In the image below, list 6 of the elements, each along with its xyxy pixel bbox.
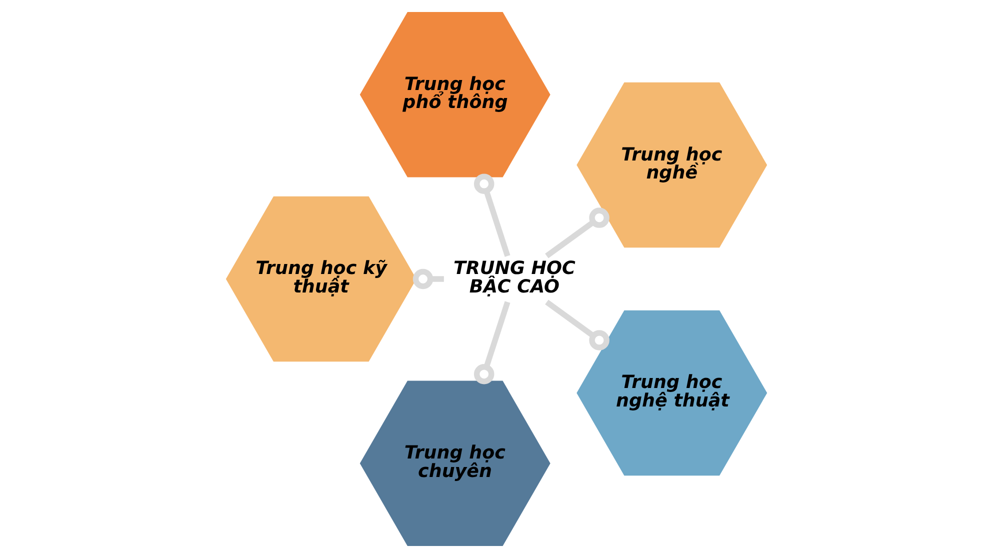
connector	[412, 268, 444, 290]
connector	[544, 300, 609, 350]
connector	[544, 208, 609, 258]
node-text: TRUNG HỌC BẬC CAO	[452, 258, 575, 298]
connector	[473, 301, 510, 384]
connector	[473, 174, 510, 257]
